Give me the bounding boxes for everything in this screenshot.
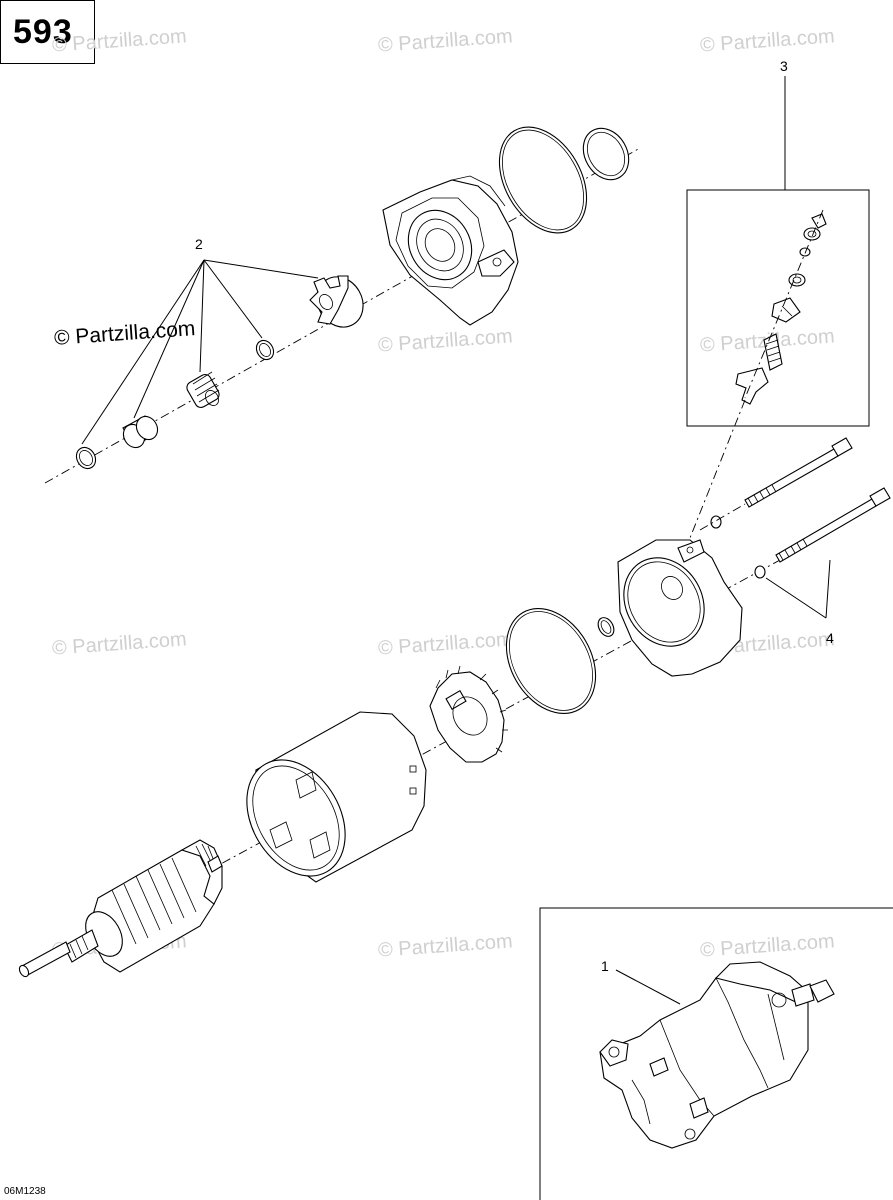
page-number: 593 bbox=[13, 13, 73, 51]
terminal-kit-box bbox=[686, 189, 870, 427]
terminal-kit-parts bbox=[735, 209, 827, 405]
retaining-ring bbox=[255, 339, 275, 361]
callout-1[interactable]: 1 bbox=[601, 958, 609, 974]
callout-4-leaders bbox=[765, 559, 831, 619]
snap-ring bbox=[75, 446, 97, 470]
drive-end-housing bbox=[382, 175, 519, 326]
commutator-end-cover bbox=[617, 539, 743, 677]
brush-plate bbox=[429, 665, 508, 763]
lock-washer bbox=[710, 515, 722, 529]
callout-1-leader bbox=[615, 969, 681, 1005]
o-ring-small-lower bbox=[597, 617, 615, 637]
o-ring-large-lower bbox=[505, 607, 597, 715]
through-bolt-1 bbox=[744, 437, 853, 508]
callout-4[interactable]: 4 bbox=[826, 630, 834, 646]
drawing-code: 06M1238 bbox=[4, 1186, 46, 1197]
starter-assembly bbox=[599, 961, 835, 1149]
pinion-gear bbox=[309, 275, 364, 328]
o-ring-large-upper bbox=[498, 126, 588, 234]
starter-assembly-box bbox=[539, 907, 893, 1200]
callout-2[interactable]: 2 bbox=[195, 236, 203, 252]
lock-washer bbox=[754, 565, 766, 579]
callout-2-leaders bbox=[81, 259, 319, 445]
o-ring-small-upper bbox=[582, 127, 630, 181]
page-number-box: 593 bbox=[0, 0, 95, 64]
callout-3[interactable]: 3 bbox=[780, 58, 788, 74]
sleeve bbox=[122, 415, 159, 449]
through-bolt-2 bbox=[775, 487, 891, 563]
field-yoke bbox=[246, 711, 427, 883]
drive-spring bbox=[186, 371, 220, 408]
armature bbox=[18, 839, 223, 978]
